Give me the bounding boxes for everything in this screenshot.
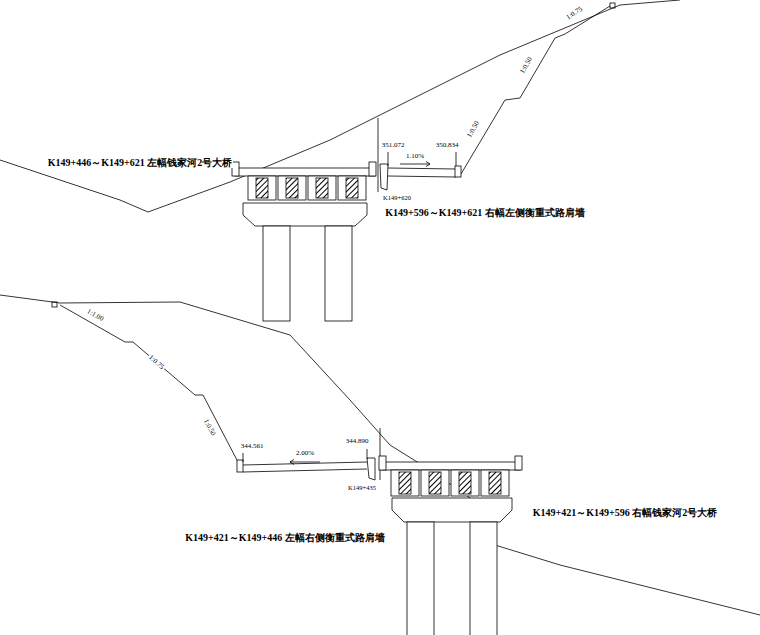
- dimension-label: 344.561: [240, 443, 265, 451]
- cut-slope: [60, 305, 238, 462]
- dimension-label: 350.834: [435, 142, 460, 150]
- cap-beam: [243, 203, 367, 226]
- elevation-tick: [243, 449, 367, 462]
- pier: [263, 226, 290, 321]
- parapet: [369, 162, 376, 176]
- dimension-label: 344.890: [345, 438, 370, 446]
- dimension-label: 2.00%: [295, 450, 315, 458]
- structure-label: K149+421～K149+596 右幅钱家河2号大桥: [532, 507, 718, 518]
- structure-label: K149+421～K149+446 左幅右侧衡重式路肩墙: [184, 532, 385, 543]
- pier: [325, 226, 352, 321]
- pier: [470, 522, 497, 635]
- dimension-label: 1.10%: [405, 153, 425, 161]
- structure-label: K149+596～K149+621 右幅左侧衡重式路肩墙: [384, 207, 585, 218]
- station-line: [380, 428, 381, 480]
- girders: [391, 470, 509, 496]
- slope-ratio: 1:0.75: [146, 354, 166, 373]
- slope-marker: [52, 302, 57, 307]
- dimension-label: K149+620: [382, 194, 412, 201]
- ground-line: [0, 295, 760, 615]
- slope-marker: [610, 3, 615, 8]
- pier: [407, 522, 434, 635]
- dimension-label: K149+435: [347, 484, 377, 491]
- girders: [248, 176, 366, 200]
- slope-ratio: 1:1.00: [85, 308, 106, 325]
- road-surface: [388, 168, 456, 177]
- retaining-wall: [367, 458, 375, 480]
- curb: [237, 460, 243, 472]
- parapet: [379, 456, 386, 470]
- structure-label: K149+446～K149+621 左幅钱家河2号大桥: [47, 157, 233, 168]
- bridge-deck: [382, 462, 520, 470]
- curb: [455, 166, 461, 177]
- cut-slope: [461, 6, 610, 174]
- cap-beam: [392, 498, 512, 522]
- slope-ratio: 1:0.50: [466, 120, 483, 141]
- slope-arrow: [290, 460, 320, 465]
- dimension-label: 351.072: [381, 142, 406, 150]
- retaining-wall: [380, 164, 388, 190]
- slope-ratio: 1:0.50: [201, 417, 217, 438]
- parapet: [515, 456, 522, 470]
- ground-line: [0, 0, 680, 212]
- elevation-tick: [388, 152, 456, 166]
- bridge-deck: [235, 168, 375, 176]
- slope-ratio: 1:0.75: [565, 5, 586, 22]
- road-surface: [243, 462, 367, 472]
- station-line: [378, 118, 379, 192]
- slope-arrow: [400, 162, 430, 167]
- slope-ratio: 1:0.50: [519, 56, 536, 77]
